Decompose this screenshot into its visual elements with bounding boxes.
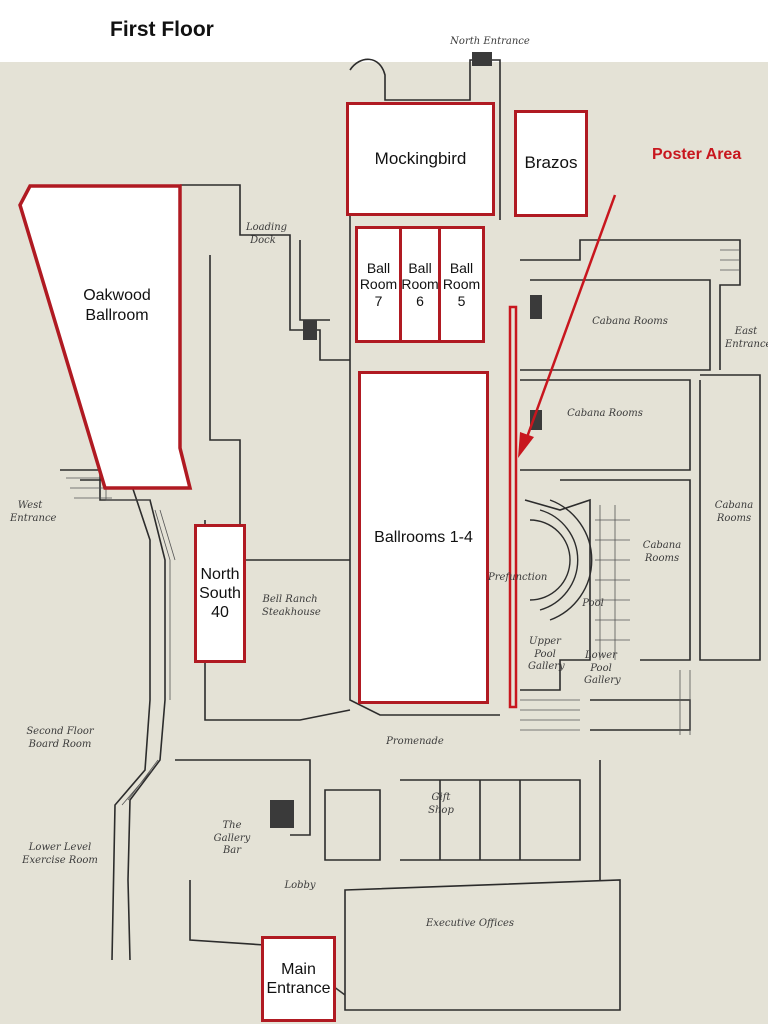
north-south-40-label: North South 40 bbox=[199, 565, 241, 622]
executive-offices-label: Executive Offices bbox=[426, 918, 514, 929]
north-south-40-room[interactable]: North South 40 bbox=[194, 524, 246, 663]
oakwood-ballroom-label: Oakwood Ballroom bbox=[83, 287, 151, 324]
north-entrance-label: North Entrance bbox=[450, 36, 530, 47]
lobby-label: Lobby bbox=[284, 880, 316, 891]
lower-level-exercise-room-label: Lower Level Exercise Room bbox=[22, 842, 98, 866]
ballroom-6-label: Ball Room 6 bbox=[401, 260, 439, 309]
ballrooms-1-4[interactable]: Ballrooms 1-4 bbox=[358, 371, 489, 704]
ballroom-5[interactable]: Ball Room 5 bbox=[438, 226, 485, 343]
poster-area-arrow-line bbox=[524, 194, 617, 441]
east-entrance-label: East Entrance bbox=[725, 326, 768, 350]
lower-pool-gallery-label: Lower Pool Gallery bbox=[584, 650, 621, 686]
oakwood-ballroom-shape[interactable] bbox=[18, 184, 193, 490]
ballroom-7-label: Ball Room 7 bbox=[359, 260, 398, 309]
cabana-rooms-label-1: Cabana Rooms bbox=[592, 316, 668, 327]
brazos-room[interactable]: Brazos bbox=[514, 110, 588, 217]
poster-area-bar bbox=[508, 305, 518, 709]
loading-dock-label: Loading Dock bbox=[246, 222, 288, 246]
mockingbird-room[interactable]: Mockingbird bbox=[346, 102, 495, 216]
second-floor-board-room-label: Second Floor Board Room bbox=[26, 726, 94, 750]
prefunction-label: Prefunction bbox=[488, 572, 548, 583]
ballroom-7[interactable]: Ball Room 7 bbox=[355, 226, 402, 343]
ballroom-6[interactable]: Ball Room 6 bbox=[399, 226, 441, 343]
cabana-rooms-label-2: Cabana Rooms bbox=[567, 408, 643, 419]
cabana-rooms-label-4: Cabana Rooms bbox=[642, 540, 682, 564]
main-entrance-label: Main Entrance bbox=[266, 960, 331, 997]
pool-label: Pool bbox=[582, 598, 604, 609]
promenade-label: Promenade bbox=[386, 736, 444, 747]
poster-area-arrowhead bbox=[518, 432, 534, 458]
ballroom-5-label: Ball Room 5 bbox=[442, 260, 481, 309]
bell-ranch-label: Bell Ranch Steakhouse bbox=[262, 594, 321, 618]
poster-area-label: Poster Area bbox=[652, 146, 742, 163]
west-entrance-label: West Entrance bbox=[10, 500, 57, 524]
ballrooms-1-4-label: Ballrooms 1-4 bbox=[374, 528, 473, 546]
gift-shop-label: Gift Shop bbox=[428, 792, 454, 816]
page-title: First Floor bbox=[110, 18, 214, 41]
brazos-label: Brazos bbox=[524, 153, 578, 173]
cabana-rooms-label-3: Cabana Rooms bbox=[714, 500, 754, 524]
upper-pool-gallery-label: Upper Pool Gallery bbox=[528, 636, 565, 672]
main-entrance[interactable]: Main Entrance bbox=[261, 936, 336, 1022]
gallery-bar-label: The Gallery Bar bbox=[213, 820, 251, 856]
mockingbird-label: Mockingbird bbox=[374, 148, 467, 168]
